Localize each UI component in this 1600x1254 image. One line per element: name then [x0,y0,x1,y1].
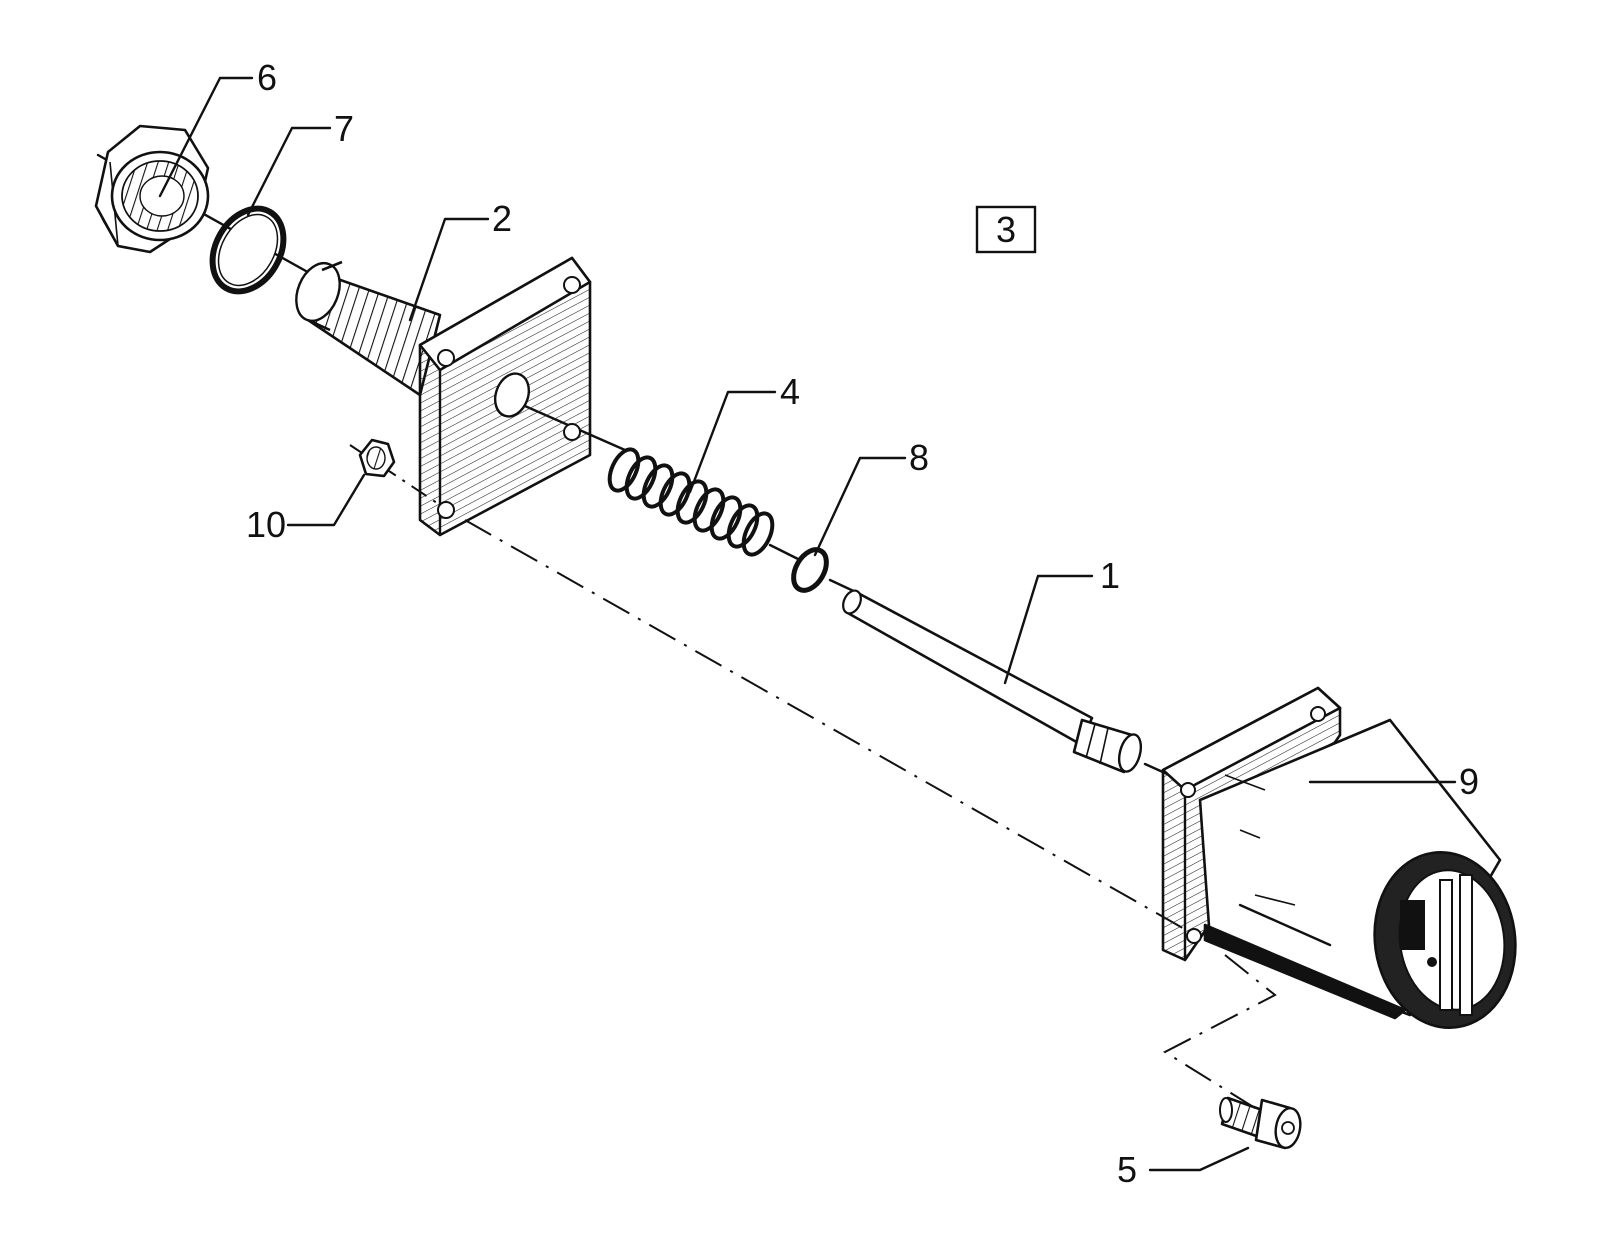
leader-7 [246,126,332,217]
view-number: 3 [996,209,1016,250]
threaded-flange-part-2 [295,256,592,537]
solenoid-body-part-9 [1161,686,1517,1029]
callout-4: 4 [780,371,800,412]
leader-2 [408,217,490,322]
leader-5 [1148,1146,1250,1172]
hex-nut-part-6 [94,124,210,254]
plunger-rod-part-1 [842,589,1143,774]
leader-8 [813,456,907,557]
cap-screw-part-5 [1219,1096,1302,1150]
small-nut-part-10 [358,438,396,478]
leader-lines [158,76,1457,1172]
spring-part-4 [607,447,775,557]
view-number-box: 3 [975,205,1037,254]
callout-8: 8 [909,437,929,478]
washer-part-7 [209,205,287,295]
callout-5: 5 [1117,1149,1137,1190]
leader-1 [1003,574,1094,685]
callout-6: 6 [257,57,277,98]
callout-2: 2 [492,198,512,239]
o-ring-part-8 [791,547,829,593]
callout-10: 10 [246,504,286,545]
leader-6 [158,76,254,198]
callout-7: 7 [334,108,354,149]
leader-10 [286,473,366,527]
callout-9: 9 [1459,761,1479,802]
bolt-alignment-line [349,444,1277,1109]
callout-1: 1 [1100,555,1120,596]
leader-4 [688,390,777,494]
